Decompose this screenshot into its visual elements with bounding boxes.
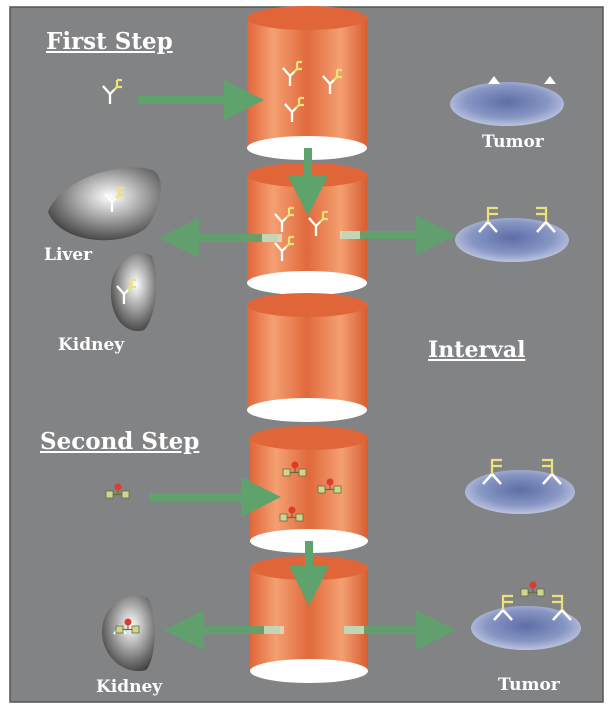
kidney-label-bottom: Kidney [96, 679, 162, 696]
tumor-label-bottom: Tumor [498, 677, 560, 694]
interval-label: Interval [428, 339, 525, 361]
second-step-label: Second Step [40, 430, 199, 453]
cylinder-3 [247, 293, 367, 422]
cylinder-4 [250, 426, 368, 553]
liver-label: Liver [44, 247, 92, 264]
tumor-label-top: Tumor [482, 134, 544, 151]
kidney-label-top: Kidney [58, 337, 124, 354]
first-step-label: First Step [46, 30, 173, 53]
cylinder-1 [247, 6, 367, 160]
